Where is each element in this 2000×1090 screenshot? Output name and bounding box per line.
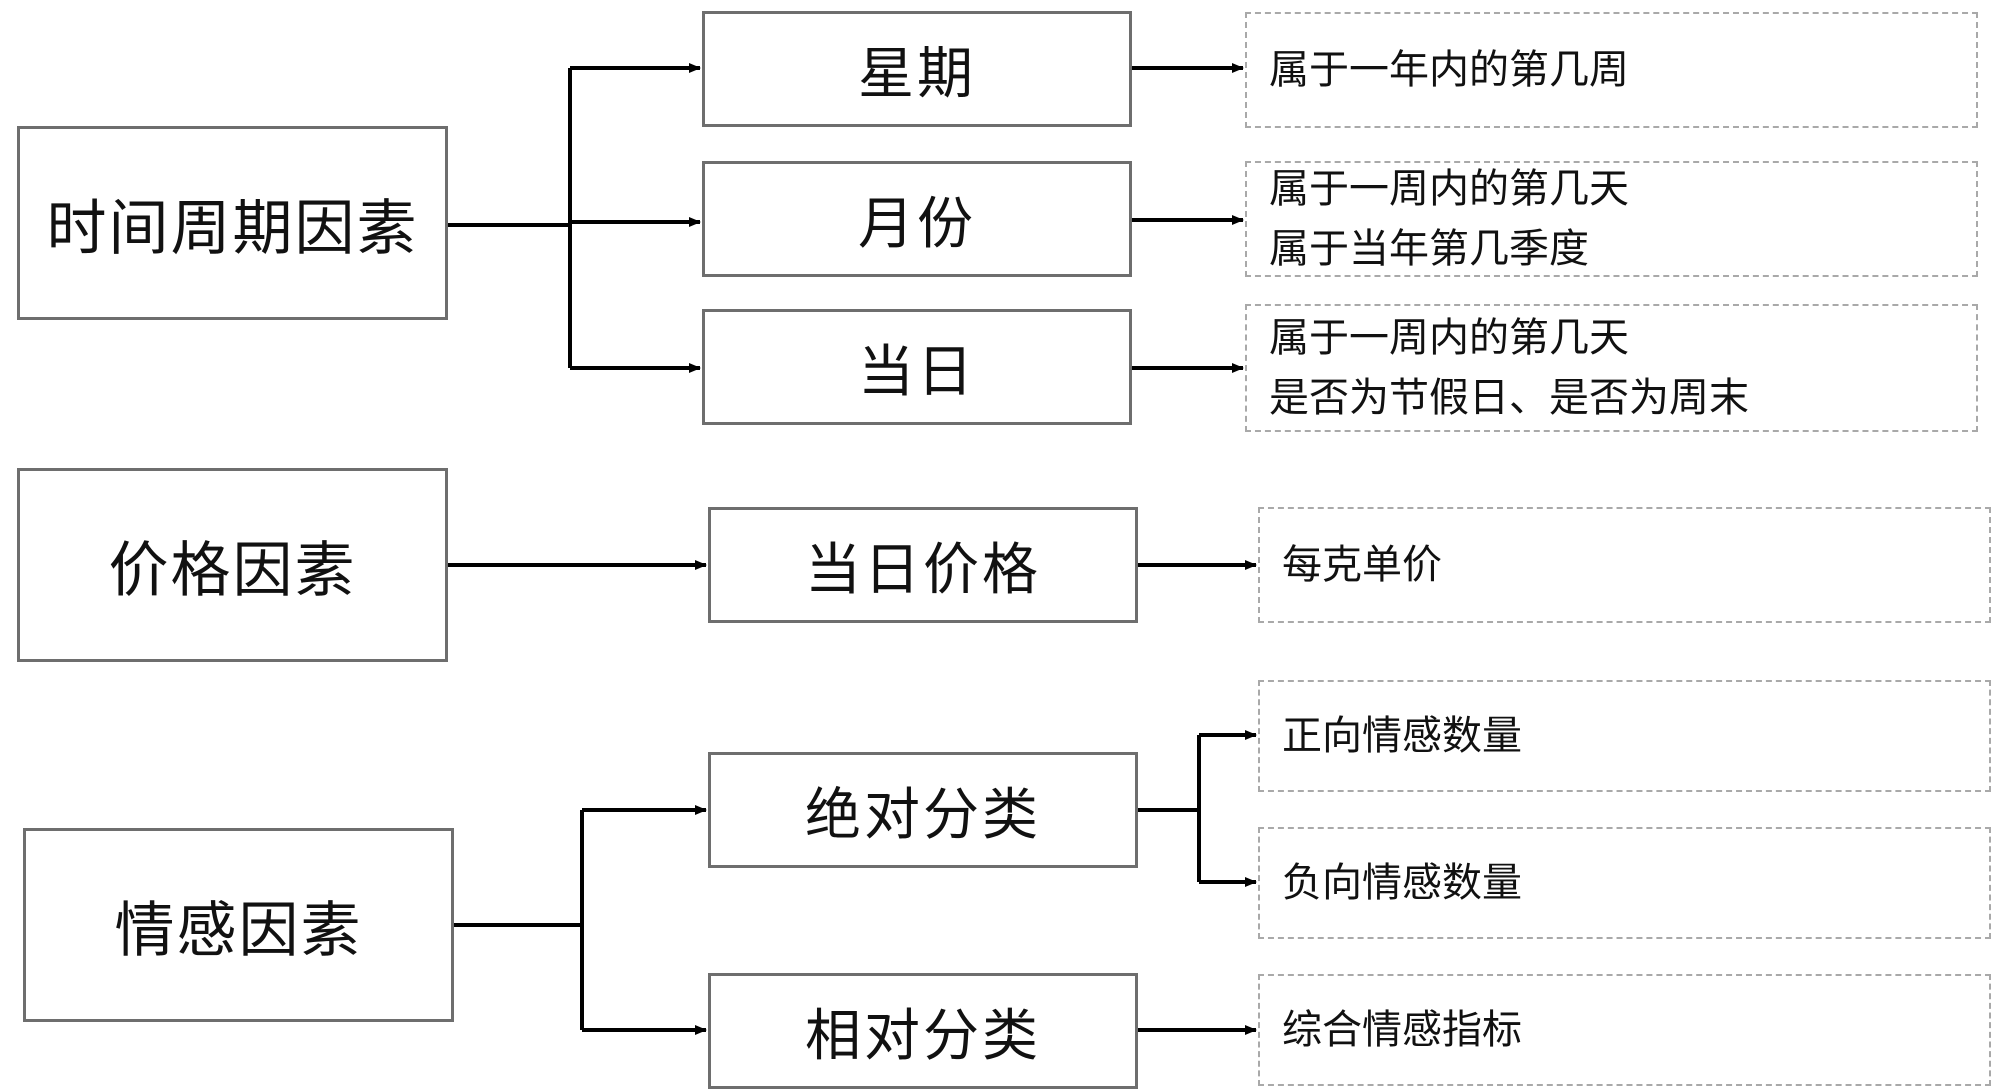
sub-label: 当日价格 bbox=[805, 537, 1041, 603]
factor-label: 时间周期因素 bbox=[46, 193, 419, 264]
factor-box-time-period: 时间周期因素 bbox=[17, 126, 448, 320]
sub-label: 当日 bbox=[858, 339, 976, 405]
detail-text: 属于一年内的第几周 bbox=[1269, 47, 1629, 93]
detail-text: 每克单价 bbox=[1282, 542, 1442, 588]
detail-text: 综合情感指标 bbox=[1282, 1007, 1522, 1053]
sub-box-xingqi: 星期 bbox=[702, 11, 1132, 127]
detail-box-composite-emotion: 综合情感指标 bbox=[1258, 974, 1991, 1086]
sub-label: 月份 bbox=[858, 191, 976, 257]
detail-text: 属于当年第几季度 bbox=[1269, 226, 1589, 272]
detail-text: 正向情感数量 bbox=[1282, 713, 1522, 759]
detail-text: 负向情感数量 bbox=[1282, 860, 1522, 906]
sub-box-juedui-fenlei: 绝对分类 bbox=[708, 752, 1138, 868]
sub-label: 相对分类 bbox=[805, 1003, 1041, 1069]
detail-box-dangri-jiage: 每克单价 bbox=[1258, 507, 1991, 623]
sub-box-dangri: 当日 bbox=[702, 309, 1132, 425]
detail-text: 是否为节假日、是否为周末 bbox=[1269, 375, 1749, 421]
detail-text: 属于一周内的第几天 bbox=[1269, 315, 1629, 361]
factor-box-price: 价格因素 bbox=[17, 468, 448, 662]
detail-box-yuefen: 属于一周内的第几天 属于当年第几季度 bbox=[1245, 161, 1978, 277]
detail-box-negative-emotion: 负向情感数量 bbox=[1258, 827, 1991, 939]
factor-box-emotion: 情感因素 bbox=[23, 828, 454, 1022]
sub-label: 绝对分类 bbox=[805, 782, 1041, 848]
factor-label: 情感因素 bbox=[114, 895, 363, 966]
detail-box-xingqi: 属于一年内的第几周 bbox=[1245, 12, 1978, 128]
detail-box-positive-emotion: 正向情感数量 bbox=[1258, 680, 1991, 792]
sub-box-yuefen: 月份 bbox=[702, 161, 1132, 277]
sub-box-xiangdui-fenlei: 相对分类 bbox=[708, 973, 1138, 1089]
detail-box-dangri: 属于一周内的第几天 是否为节假日、是否为周末 bbox=[1245, 304, 1978, 432]
detail-text: 属于一周内的第几天 bbox=[1269, 166, 1629, 212]
factor-label: 价格因素 bbox=[108, 535, 357, 606]
sub-label: 星期 bbox=[858, 41, 976, 107]
sub-box-dangri-jiage: 当日价格 bbox=[708, 507, 1138, 623]
